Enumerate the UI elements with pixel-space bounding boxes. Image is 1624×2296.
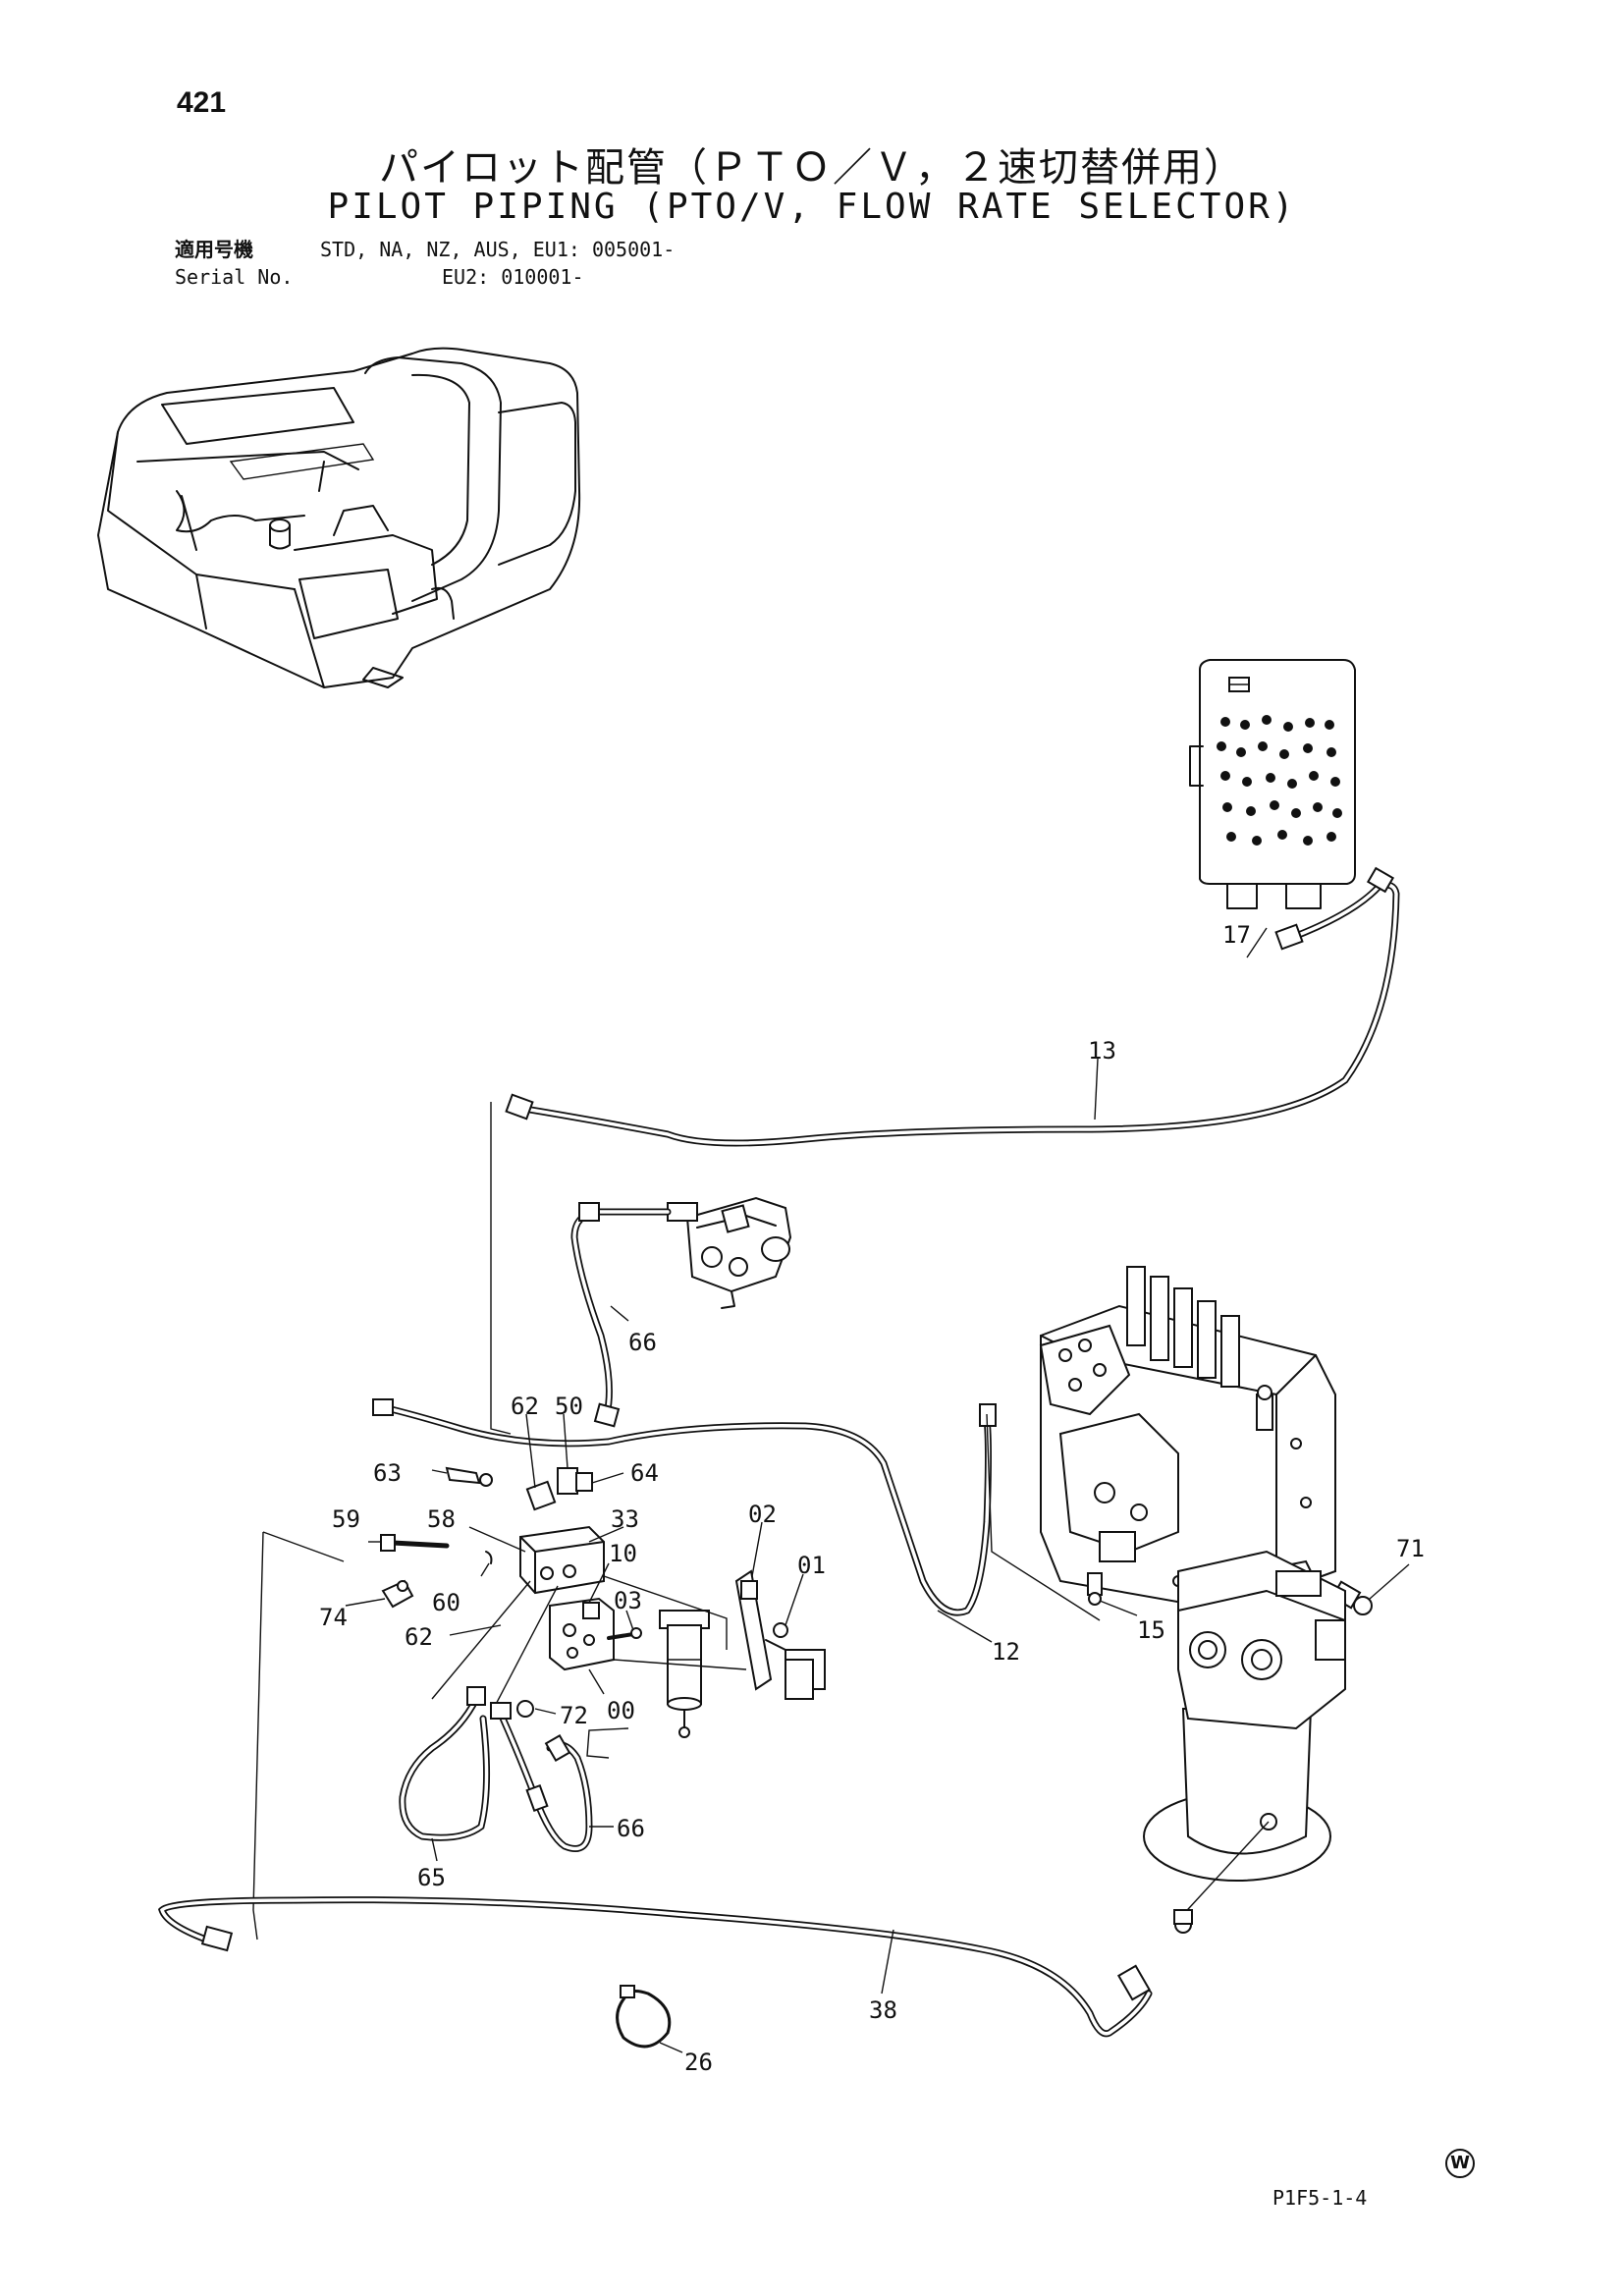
callout-62-upper: 62 — [511, 1393, 539, 1420]
title-english: PILOT PIPING (PTO/V, FLOW RATE SELECTOR) — [327, 187, 1297, 227]
callout-01: 01 — [797, 1552, 826, 1579]
machine-overview-illustration — [97, 347, 581, 688]
bolt-59 — [380, 1534, 450, 1552]
callout-10: 10 — [609, 1540, 637, 1567]
filter-00 — [659, 1610, 710, 1738]
callout-60: 60 — [432, 1589, 460, 1616]
callout-65: 65 — [417, 1864, 446, 1891]
w-mark-symbol: W — [1445, 2149, 1475, 2178]
hose-66-lower — [490, 1702, 593, 1852]
pin-60 — [485, 1551, 493, 1564]
callout-71: 71 — [1396, 1535, 1425, 1562]
hose-66-upper — [570, 1202, 672, 1428]
callout-15: 15 — [1137, 1616, 1165, 1644]
callout-72: 72 — [560, 1702, 588, 1729]
serial-label-en: Serial No. — [175, 265, 294, 289]
pilot-valve-block — [1189, 659, 1356, 909]
manifold-assembly — [516, 1467, 615, 1718]
hose-38 — [157, 1896, 1193, 2038]
bracket-02 — [734, 1569, 773, 1691]
callout-12: 12 — [992, 1638, 1020, 1666]
serial-label-ja: 適用号機 — [175, 238, 253, 261]
hose-13 — [505, 866, 1400, 1147]
serial-row-en: Serial No. EU2: 010001- — [175, 263, 675, 291]
reference-line-15 — [986, 1413, 1101, 1621]
serial-line-2: EU2: 010001- — [442, 265, 584, 289]
callout-66-lower: 66 — [617, 1815, 645, 1842]
callout-62-lower: 62 — [405, 1623, 433, 1651]
guide-lines — [252, 1531, 747, 1941]
hose-65 — [399, 1686, 491, 1841]
callout-33: 33 — [611, 1505, 639, 1533]
title-japanese: パイロット配管（ＰＴＯ／Ｖ，２速切替併用） — [379, 145, 1245, 191]
callout-58: 58 — [427, 1505, 456, 1533]
callout-59: 59 — [332, 1505, 360, 1533]
callout-02: 02 — [748, 1501, 777, 1528]
control-valve — [1039, 1266, 1336, 1613]
callout-50: 50 — [555, 1393, 583, 1420]
bracket-01 — [765, 1622, 826, 1700]
callout-13: 13 — [1088, 1037, 1116, 1065]
callout-03: 03 — [614, 1587, 642, 1614]
serial-block: 適用号機 STD, NA, NZ, AUS, EU1: 005001- Seri… — [175, 236, 675, 291]
serial-line-1: STD, NA, NZ, AUS, EU1: 005001- — [320, 238, 676, 261]
fitting-15 — [1087, 1572, 1103, 1606]
bolt-03 — [607, 1627, 642, 1640]
callout-74: 74 — [319, 1604, 348, 1631]
pto-valve — [667, 1196, 792, 1309]
plug-63 — [445, 1466, 493, 1487]
fitting-74 — [381, 1579, 414, 1609]
clamp-26 — [616, 1985, 672, 2049]
callout-63: 63 — [373, 1459, 402, 1487]
callout-38: 38 — [869, 1996, 897, 2024]
callout-17: 17 — [1222, 921, 1251, 949]
hose-12 — [372, 1398, 997, 1616]
callout-26: 26 — [684, 2049, 713, 2076]
swing-motor — [1143, 1550, 1346, 1921]
footer-code: P1F5-1-4 — [1272, 2186, 1368, 2210]
leader-lines — [345, 927, 1410, 2053]
page-number: 421 — [177, 86, 227, 119]
callout-labels: 17 13 66 62 50 63 64 59 58 33 10 02 01 6… — [319, 921, 1425, 2076]
callout-00: 00 — [607, 1697, 635, 1724]
callout-66-upper: 66 — [628, 1329, 657, 1356]
callout-64: 64 — [630, 1459, 659, 1487]
serial-row-ja: 適用号機 STD, NA, NZ, AUS, EU1: 005001- — [175, 236, 675, 263]
reference-line-left — [490, 1102, 512, 1435]
